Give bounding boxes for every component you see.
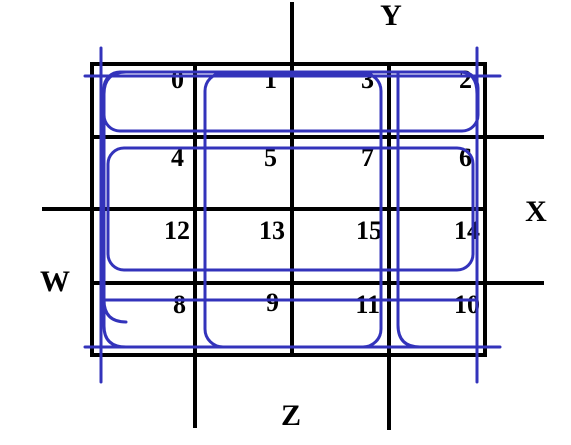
cell-label-r1c4: 2 <box>459 65 472 94</box>
axis-label-y: Y <box>380 0 402 32</box>
cell-label-r3c1: 12 <box>164 216 190 245</box>
group-loop-middle-columns <box>203 71 383 349</box>
group-loop-middle-rows <box>106 146 475 272</box>
cell-label-r4c1: 8 <box>173 290 186 319</box>
axis-label-w: W <box>40 265 70 298</box>
cell-label-r2c2: 5 <box>264 143 277 172</box>
cell-label-r3c2: 13 <box>259 216 285 245</box>
axis-label-x: X <box>525 195 547 228</box>
axis-labels: Y X W Z <box>40 0 547 432</box>
axis-label-z: Z <box>281 399 301 432</box>
kmap-grid <box>42 2 544 430</box>
cell-label-r2c1: 4 <box>171 143 184 172</box>
cell-label-r1c2: 1 <box>264 65 277 94</box>
cell-label-r2c3: 7 <box>361 143 374 172</box>
cell-labels: 0 1 3 2 4 5 7 6 12 13 15 14 8 9 11 10 <box>164 65 480 319</box>
cell-label-r1c1: 0 <box>171 65 184 94</box>
group-loop-left-column <box>102 70 194 349</box>
grouping-overlay <box>83 46 502 384</box>
group-loop-bottom-row <box>102 298 479 324</box>
cell-label-r4c2: 9 <box>266 288 279 317</box>
cell-label-r3c3: 15 <box>356 216 382 245</box>
cell-label-r1c3: 3 <box>361 65 374 94</box>
cell-label-r4c3: 11 <box>355 290 380 319</box>
group-loop-right-column <box>396 70 479 349</box>
